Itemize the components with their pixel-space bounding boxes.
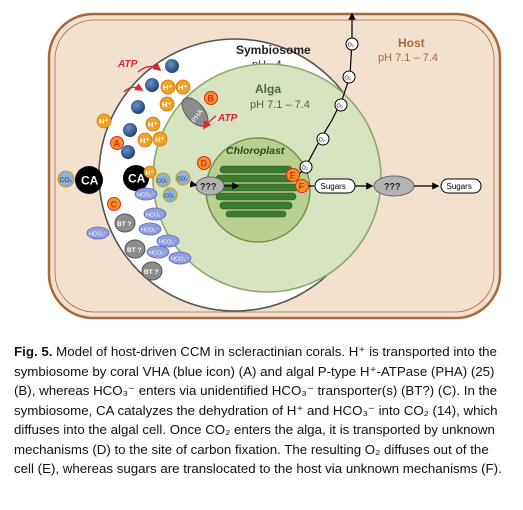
hco3-ion — [156, 234, 180, 248]
svg-text:HCO₃⁻: HCO₃⁻ — [171, 257, 188, 263]
svg-text:O₂: O₂ — [345, 76, 351, 82]
marker-e — [286, 168, 300, 182]
sugars-label-host: Sugars — [447, 182, 472, 191]
svg-text:H⁺: H⁺ — [148, 120, 157, 129]
svg-text:HCO₃⁻: HCO₃⁻ — [146, 213, 163, 219]
oxygen-path: O₂ O₂ O₂ O₂ O₂ — [295, 12, 359, 179]
o2-molecule — [345, 37, 359, 51]
ca-label-host: CA — [81, 174, 99, 188]
ca-label-symbiosome: CA — [128, 172, 146, 186]
marker-d — [197, 156, 211, 170]
svg-text:H⁺: H⁺ — [178, 83, 187, 92]
o2-molecule — [316, 132, 330, 146]
vha-pump-icon — [145, 78, 159, 92]
co2-molecule — [57, 170, 75, 188]
svg-text:O₂: O₂ — [348, 43, 354, 49]
hco3-ion — [168, 251, 192, 265]
marker-b-label: B — [208, 94, 215, 104]
svg-text:H⁺: H⁺ — [140, 136, 149, 145]
atp-label-alga: ATP — [217, 113, 238, 124]
vha-pump-icon — [165, 59, 179, 73]
figure-caption: Fig. 5. Model of host-driven CCM in scle… — [14, 342, 510, 479]
svg-text:H⁺: H⁺ — [162, 100, 171, 109]
svg-text:BT ?: BT ? — [144, 269, 158, 276]
hco3-ion — [86, 226, 110, 240]
symbiosome-title: Symbiosome — [236, 43, 311, 57]
co2-molecule — [162, 187, 178, 203]
vha-pump-icon — [131, 100, 145, 114]
ccm-diagram: Host pH 7.1 – 7.4 Symbiosome pH ~4 Alga … — [47, 12, 502, 320]
caption-text: Model of host-driven CCM in scleractinia… — [14, 344, 502, 476]
co2-molecule — [155, 172, 171, 188]
marker-c-label: C — [111, 200, 118, 210]
bt-transporter — [124, 239, 146, 259]
alga-ph: pH 7.1 – 7.4 — [250, 99, 310, 111]
co2-molecule — [175, 170, 191, 186]
atp-label-host: ATP — [117, 59, 138, 70]
svg-text:BT ?: BT ? — [127, 247, 141, 254]
marker-a — [110, 136, 124, 150]
svg-text:HCO₃⁻: HCO₃⁻ — [141, 228, 158, 234]
alga-title: Alga — [255, 82, 281, 96]
unknown-label-f: ??? — [384, 182, 401, 192]
o2-molecule — [334, 98, 348, 112]
hco3-ion — [143, 207, 167, 221]
svg-text:BT ?: BT ? — [117, 221, 131, 228]
marker-f-label: F — [299, 182, 305, 192]
hco3-ion — [138, 222, 162, 236]
svg-text:H⁺: H⁺ — [146, 170, 155, 177]
svg-text:H⁺: H⁺ — [99, 117, 108, 126]
svg-text:CO₂: CO₂ — [177, 177, 187, 183]
bt-transporter — [114, 213, 136, 233]
svg-text:H⁺: H⁺ — [163, 83, 172, 92]
proton-ion — [143, 165, 157, 179]
vha-pump-icon — [121, 145, 135, 159]
svg-text:HCO₃⁻: HCO₃⁻ — [159, 240, 176, 246]
host-ph: pH 7.1 – 7.4 — [378, 52, 438, 64]
marker-b — [204, 91, 218, 105]
atp-arrow — [137, 62, 162, 73]
co2-uptake-arrow — [189, 180, 198, 188]
svg-text:O₂: O₂ — [302, 166, 308, 172]
ca-enzyme-symbiosome — [123, 165, 149, 191]
svg-text:CO₂: CO₂ — [164, 194, 174, 200]
sugars-pill-host — [440, 178, 482, 194]
marker-e-label: E — [290, 171, 296, 181]
co2-label: CO₂ — [60, 177, 73, 184]
atp-arrow — [203, 115, 217, 130]
marker-c — [107, 197, 121, 211]
svg-text:HCO₃⁻: HCO₃⁻ — [137, 193, 154, 199]
marker-d-label: D — [201, 159, 208, 169]
bicarbonate-ions: HCO₃⁻ HCO₃⁻ HCO₃⁻ HCO₃⁻ HCO₃⁻ HCO₃⁻ — [86, 207, 192, 265]
host-title: Host — [398, 36, 425, 50]
svg-text:HCO₃⁻: HCO₃⁻ — [149, 251, 166, 257]
svg-text:O₂: O₂ — [319, 138, 325, 144]
o2-molecule — [299, 160, 313, 174]
marker-a-label: A — [114, 139, 121, 149]
ca-enzyme-host — [75, 166, 103, 194]
atp-arrow — [123, 82, 144, 93]
svg-text:CO₂: CO₂ — [157, 179, 167, 185]
host-cell-inner-border — [54, 19, 495, 313]
vha-pump-icon — [123, 123, 137, 137]
marker-f — [295, 179, 309, 193]
chloroplast-title: Chloroplast — [226, 145, 285, 157]
bt-transporters: BT ? BT ? BT ? — [114, 213, 163, 281]
o2-molecule — [342, 70, 356, 84]
caption-figure-number: Fig. 5. — [14, 344, 53, 359]
proton-ions: H⁺ H⁺ H⁺ H⁺ H⁺ H⁺ H⁺ — [96, 79, 191, 148]
hco3-ion — [146, 245, 170, 259]
svg-text:HCO₃⁻: HCO₃⁻ — [89, 232, 106, 238]
unknown-label-d: ??? — [200, 182, 217, 192]
svg-text:H⁺: H⁺ — [155, 135, 164, 144]
sugars-label-alga: Sugars — [321, 182, 346, 191]
svg-text:O₂: O₂ — [337, 104, 343, 110]
bt-transporter — [141, 261, 163, 281]
hco3-ion — [134, 187, 158, 201]
vha-pumps — [121, 59, 179, 159]
